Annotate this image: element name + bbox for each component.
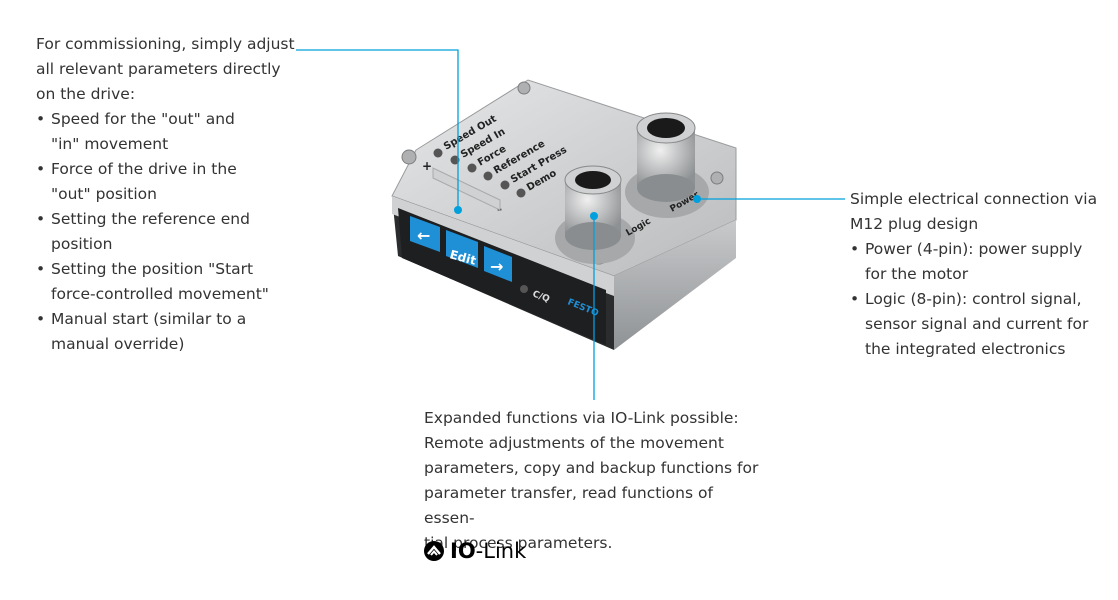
bottom-line: parameters, copy and backup functions fo… <box>424 459 759 477</box>
svg-text:Edit: Edit <box>448 247 478 267</box>
io-link-logo: IO-Link <box>424 538 526 564</box>
plus-sign: + <box>422 159 432 173</box>
bottom-line: Remote adjustments of the movement <box>424 434 724 452</box>
forward-button[interactable]: → <box>484 246 512 282</box>
right-intro-line: Simple electrical connection via <box>850 190 1098 208</box>
cq-led <box>520 285 528 293</box>
left-callout: For commissioning, simply adjust all rel… <box>36 32 301 357</box>
edit-button[interactable]: Edit <box>446 230 478 268</box>
bottom-callout: Expanded functions via IO-Link possible:… <box>424 406 764 556</box>
power-connector <box>625 112 709 218</box>
logic-connector <box>555 165 635 264</box>
right-callout: Simple electrical connection via M12 plu… <box>850 187 1100 362</box>
io-link-rest: -Link <box>475 539 527 563</box>
io-link-icon <box>424 541 444 561</box>
list-item: Speed for the "out" and"in" movement <box>36 107 301 157</box>
right-intro-line: M12 plug design <box>850 215 979 233</box>
bottom-line: parameter transfer, read functions of es… <box>424 484 713 527</box>
left-intro-line: For commissioning, simply adjust <box>36 35 295 53</box>
back-button[interactable]: ← <box>410 216 440 252</box>
list-item: Force of the drive in the"out" position <box>36 157 301 207</box>
svg-text:→: → <box>490 257 503 276</box>
left-intro-line: all relevant parameters directly <box>36 60 281 78</box>
bottom-line: Expanded functions via IO-Link possible: <box>424 409 739 427</box>
svg-text:←: ← <box>417 226 430 245</box>
list-item: Setting the position "Startforce-control… <box>36 257 301 307</box>
left-intro-line: on the drive: <box>36 85 136 103</box>
leader-line-left <box>296 49 459 209</box>
bottom-line: tial process parameters. <box>424 534 613 552</box>
list-item: Logic (8-pin): control signal,sensor sig… <box>850 287 1100 362</box>
level-bar <box>432 167 501 211</box>
io-link-bold: IO <box>450 539 476 563</box>
